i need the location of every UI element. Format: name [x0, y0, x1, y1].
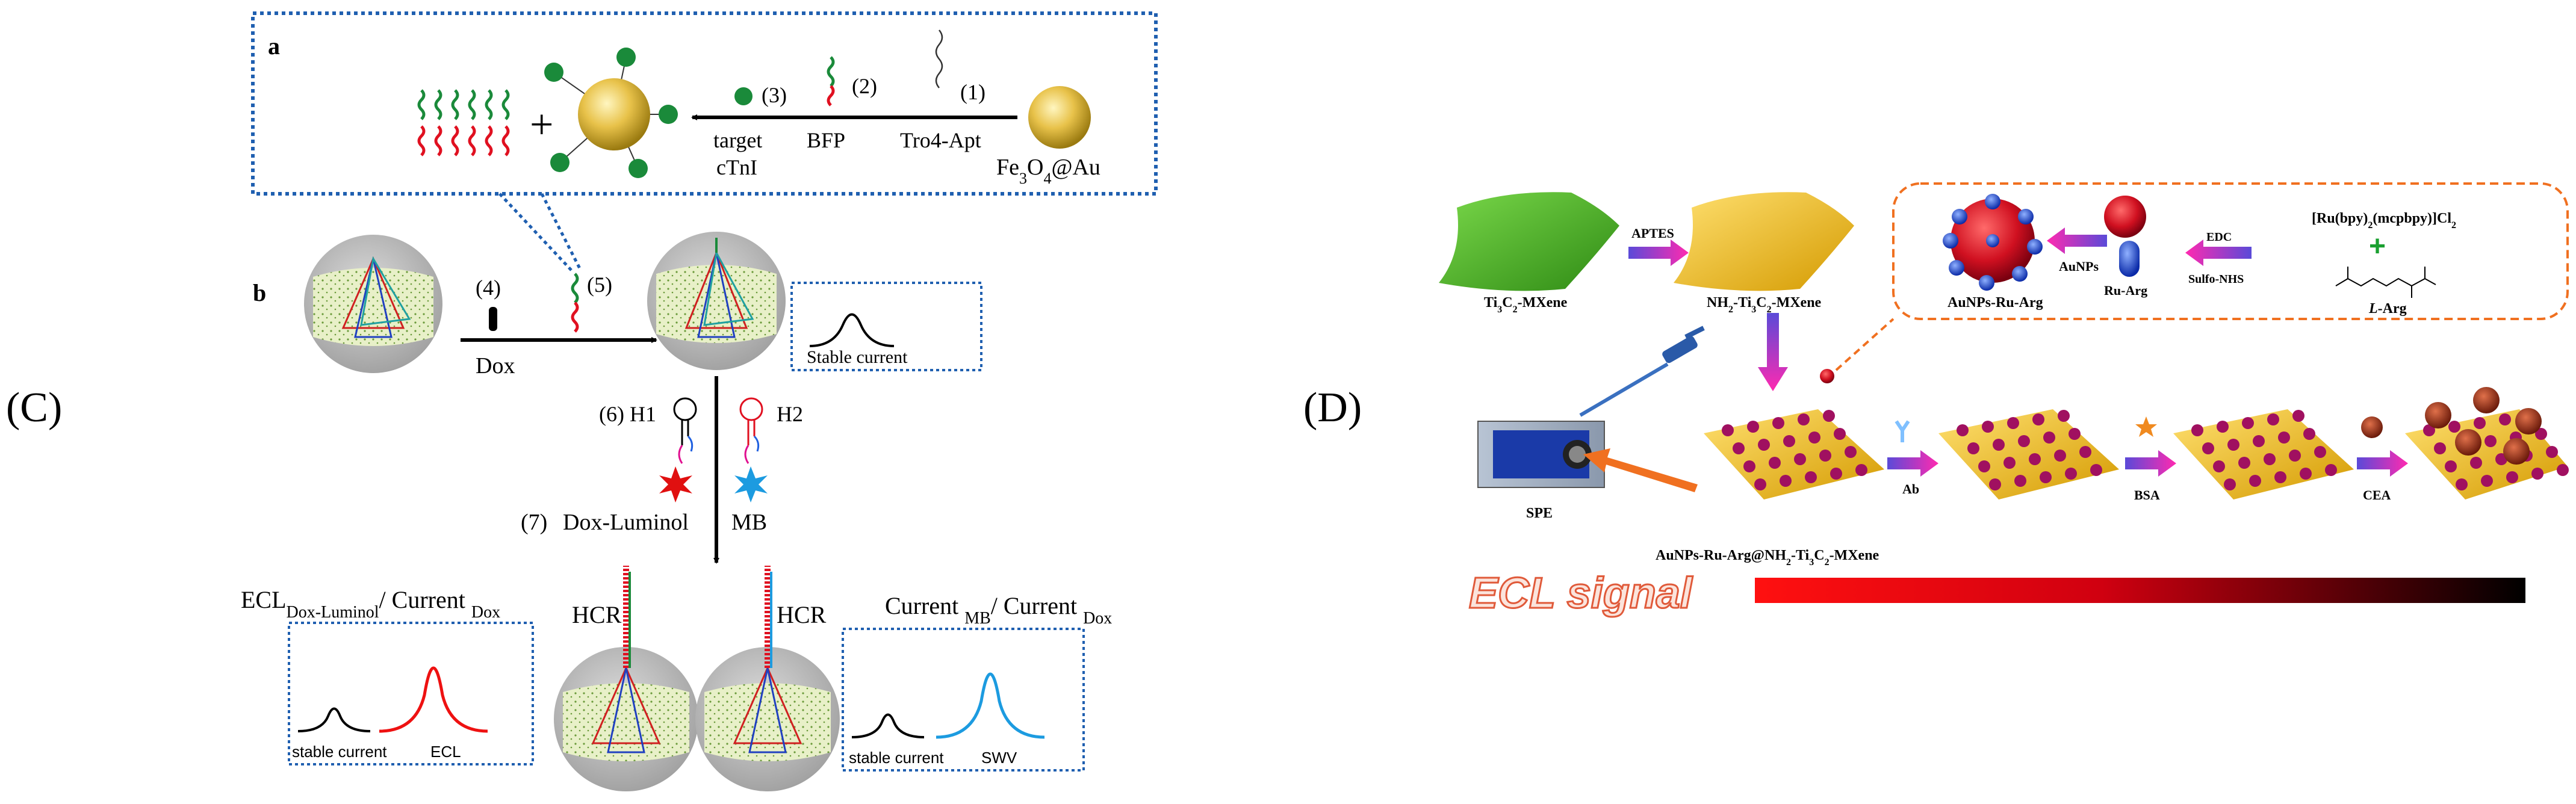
step-1-label: Tro4-Apt [900, 128, 981, 152]
synthesis-link-line [1835, 318, 1895, 371]
aptes-arrow [1628, 240, 1689, 266]
left-result-box [288, 622, 534, 765]
ru-arg-capsule [2119, 241, 2140, 277]
ecl-peak [379, 666, 488, 733]
swv-label: SWV [981, 749, 1017, 767]
bsa-star-icon [2135, 416, 2157, 437]
stable-current-label: Stable current [807, 347, 908, 367]
step-2-label: BFP [807, 128, 845, 152]
subfigure-a-label: a [268, 32, 280, 60]
step-5-strand-icon [571, 273, 579, 333]
step-4-label-dox: Dox [476, 353, 515, 379]
panel-c-label: (C) [6, 385, 62, 431]
step-6-label: (6) H1 [599, 402, 656, 426]
composite-sheet [1704, 409, 1884, 499]
ru-arg-label: Ru-Arg [2104, 283, 2147, 298]
sulfo-nhs-label: Sulfo-NHS [2188, 273, 2244, 286]
nh2-mxene-label: NH2-Ti3C2-MXene [1707, 295, 1822, 315]
dox-luminol-label: Dox-Luminol [563, 510, 689, 535]
step-1-number: (1) [960, 80, 985, 104]
aunps-arrow-label: AuNPs [2059, 259, 2099, 274]
dox-luminol-star-icon [659, 466, 692, 502]
h2-label: H2 [777, 402, 803, 426]
plus-sign: + [530, 102, 553, 148]
electrode-modified [647, 232, 786, 370]
target-ctni-icon [734, 87, 753, 105]
pipette-icon [1579, 326, 1705, 417]
step-2-number: (2) [852, 74, 877, 98]
aunp-particle [2104, 196, 2146, 238]
l-arg-label: L-Arg [2368, 301, 2407, 317]
composite-label: AuNPs-Ru-Arg@NH2-Ti3C2-MXene [1656, 548, 1879, 567]
cea-arrow [2357, 450, 2408, 477]
ti3c2-mxene-sheet [1439, 192, 1619, 291]
aunps-ru-arg-particle [1943, 194, 2043, 291]
dox-molecule-icon [489, 307, 497, 331]
sheet-with-ab [1938, 409, 2119, 499]
fe3o4-au-label: Fe3O4@Au [996, 155, 1100, 187]
aunps-ru-arg-label: AuNPs-Ru-Arg [1948, 295, 2043, 311]
callout-line-left [498, 193, 573, 272]
l-arg-structure [2335, 267, 2436, 298]
antibody-icon [1895, 420, 1910, 442]
bfp-strand-icon [827, 56, 835, 107]
electrode-hcr-right [695, 566, 840, 791]
step-3-label-target: target [713, 128, 762, 152]
hairpin-h1-icon [673, 397, 697, 464]
spe-label: SPE [1526, 506, 1553, 521]
aunps-arrow [2047, 227, 2107, 254]
step-7-number: (7) [521, 510, 547, 535]
stable-current-peak [809, 313, 895, 347]
left-stable-label: stable current [292, 743, 387, 761]
sheet-with-cea [2405, 387, 2569, 499]
electrode-initial [304, 235, 442, 373]
left-stable-peak [297, 707, 371, 732]
panel-d-label: (D) [1303, 385, 1362, 431]
left-result-title: ECLDox-Luminol/ Current Dox [241, 586, 500, 622]
swv-peak [936, 672, 1045, 739]
orange-arrow-to-spe [1583, 448, 1698, 492]
assembly-arrow-down [1758, 313, 1788, 391]
cea-antigen-icon [2361, 416, 2383, 438]
electrode-hcr-left [554, 566, 698, 791]
sheet-with-bsa [2173, 409, 2354, 499]
subfigure-a-frame [251, 11, 1158, 196]
green-plus-icon: + [2369, 230, 2386, 262]
aptamer-strand-icon [935, 29, 943, 88]
hcr-right-label: HCR [777, 601, 827, 628]
ti3c2-mxene-label: Ti3C2-MXene [1484, 295, 1568, 315]
mb-label: MB [731, 510, 767, 535]
right-stable-label: stable current [849, 749, 944, 767]
step-4-number: (4) [476, 276, 501, 300]
ecl-signal-label: ECL signal [1469, 569, 1693, 617]
step-3-number: (3) [762, 83, 787, 107]
ab-arrow [1887, 450, 1938, 477]
edc-arrow [2185, 240, 2252, 266]
synthesis-box [1892, 182, 2569, 320]
step-5-number: (5) [587, 273, 612, 297]
bsa-arrow [2125, 450, 2176, 477]
ecl-signal-bar [1755, 578, 2525, 603]
hcr-left-label: HCR [572, 601, 622, 628]
bsa-label: BSA [2134, 487, 2160, 502]
right-result-title: Current MB/ Current Dox [885, 592, 1112, 628]
right-result-box [842, 628, 1085, 772]
complex-nanoparticle [544, 48, 678, 178]
edc-label: EDC [2206, 230, 2232, 244]
nh2-mxene-sheet [1674, 192, 1854, 291]
ru-complex-label: [Ru(bpy)2(mcpbpy)]Cl2 [2312, 211, 2456, 230]
small-aunp-marker [1820, 369, 1834, 383]
fe3o4-au-nanoparticle [1028, 86, 1091, 149]
mb-star-icon [734, 466, 768, 502]
step-3-label-ctni: cTnI [716, 155, 757, 179]
aptes-label: APTES [1631, 226, 1674, 241]
right-stable-peak [851, 713, 925, 738]
subfigure-b-label: b [253, 279, 266, 306]
cea-label: CEA [2363, 487, 2391, 502]
ab-label: Ab [1902, 481, 1919, 496]
ecl-label: ECL [430, 743, 461, 761]
released-dna-strands [417, 89, 510, 156]
hairpin-h2-icon [739, 397, 763, 464]
